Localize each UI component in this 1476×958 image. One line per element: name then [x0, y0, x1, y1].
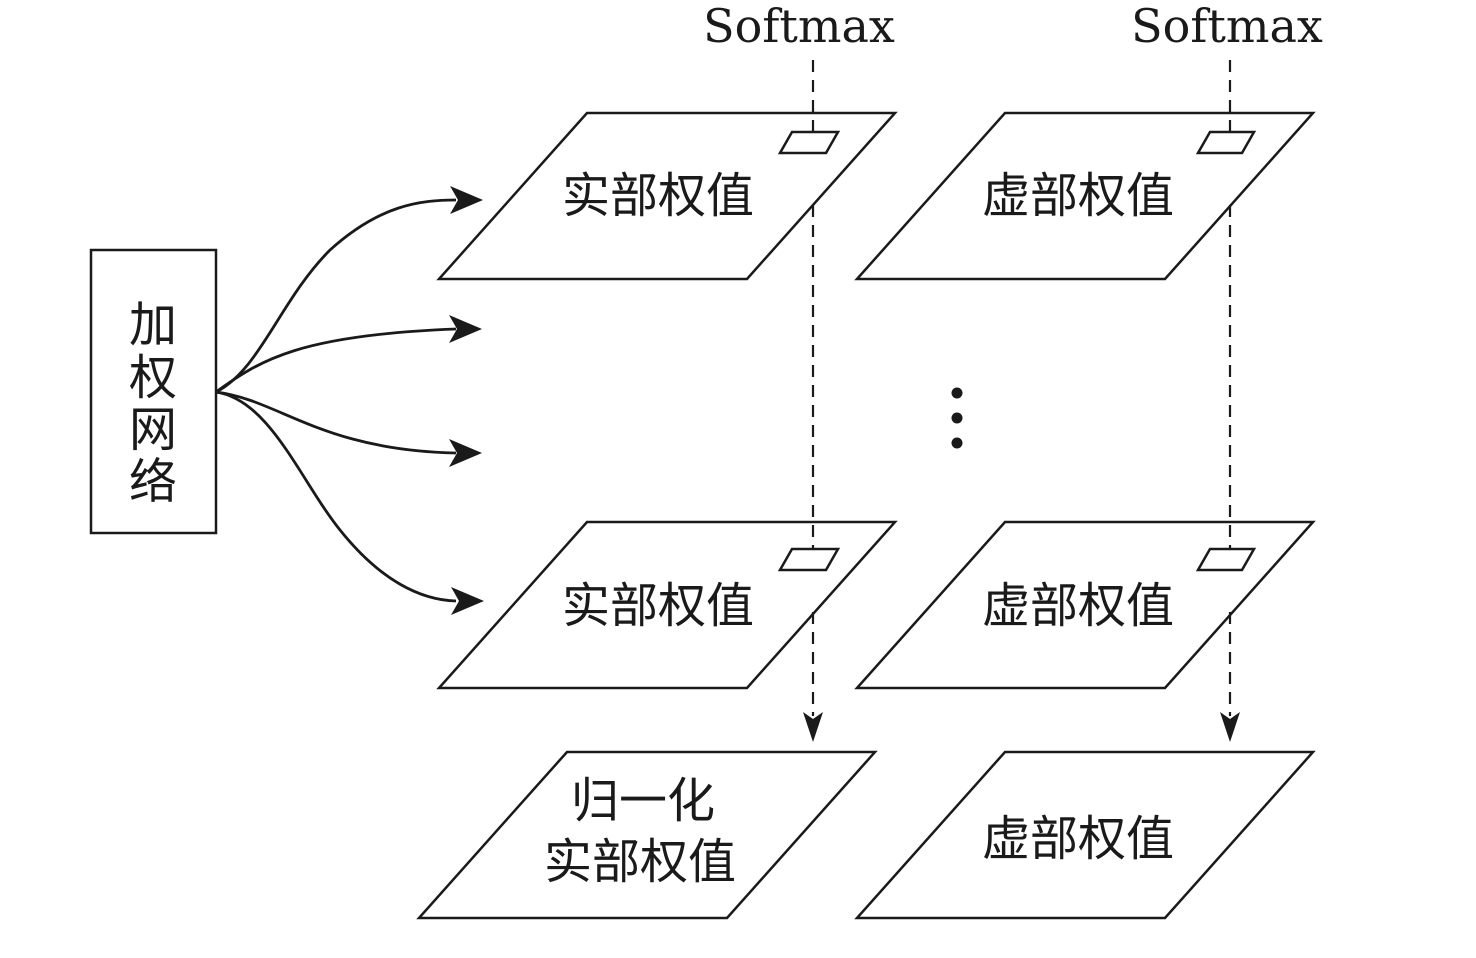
arrow-to-real-top	[215, 198, 457, 394]
weight-network-char-4: 络	[129, 454, 177, 510]
arrowhead-middle-1	[449, 315, 482, 343]
imag-weight-plane-top: 虚部权值	[854, 111, 1316, 281]
normalized-real-label-line2: 实部权值	[544, 834, 736, 890]
weight-network-char-2: 权	[129, 350, 177, 406]
sample-cell-real-bottom	[777, 547, 841, 572]
imag-weight-output-plane: 虚部权值	[854, 750, 1316, 920]
real-weight-plane-bottom-shape	[436, 520, 898, 690]
imag-output-label: 虚部权值	[982, 811, 1174, 867]
imag-weight-plane-bottom: 虚部权值	[854, 520, 1316, 690]
arrowhead-real-top	[450, 186, 483, 214]
weight-network-node: 加 权 网 络	[89, 248, 218, 535]
softmax-arrowhead-imag	[1220, 712, 1240, 742]
weight-network-char-3: 网	[129, 402, 177, 458]
softmax-dashed-lines	[803, 60, 1240, 742]
normalized-real-weight-plane: 归一化 实部权值	[416, 750, 878, 920]
normalized-real-weight-plane-shape	[416, 750, 878, 920]
imag-weight-plane-top-shape	[854, 111, 1316, 281]
arrow-to-middle-2	[215, 390, 457, 455]
softmax-label-real: Softmax	[703, 0, 895, 53]
real-weight-plane-top: 实部权值	[436, 111, 898, 281]
ellipsis-dot-2	[951, 412, 963, 424]
vertical-ellipsis	[951, 387, 963, 449]
real-weight-plane-bottom: 实部权值	[436, 520, 898, 690]
ellipsis-dot-3	[951, 437, 963, 449]
ellipsis-dot-1	[951, 387, 963, 399]
sample-cell-real-top	[777, 130, 841, 155]
output-arrows	[215, 186, 484, 615]
softmax-arrowhead-real	[803, 712, 823, 742]
real-weight-plane-top-shape	[436, 111, 898, 281]
sample-cell-imag-top	[1195, 130, 1257, 155]
weight-network-char-1: 加	[129, 297, 177, 353]
real-weight-label-bottom: 实部权值	[562, 578, 754, 634]
imag-weight-label-top: 虚部权值	[982, 168, 1174, 224]
arrowhead-middle-2	[449, 439, 482, 467]
arrow-to-middle-1	[215, 327, 457, 394]
softmax-label-imag: Softmax	[1131, 0, 1323, 53]
real-weight-label-top: 实部权值	[562, 168, 754, 224]
imag-weight-output-plane-shape	[854, 750, 1316, 920]
normalized-real-label-line1: 归一化	[571, 773, 715, 829]
arrow-to-real-bottom	[215, 390, 457, 603]
imag-weight-label-bottom: 虚部权值	[982, 578, 1174, 634]
imag-weight-plane-bottom-shape	[854, 520, 1316, 690]
arrowhead-real-bottom	[451, 587, 484, 615]
weight-network-box	[89, 248, 218, 535]
softmax-sample-cells	[777, 130, 1257, 572]
sample-cell-imag-bottom	[1195, 547, 1257, 572]
